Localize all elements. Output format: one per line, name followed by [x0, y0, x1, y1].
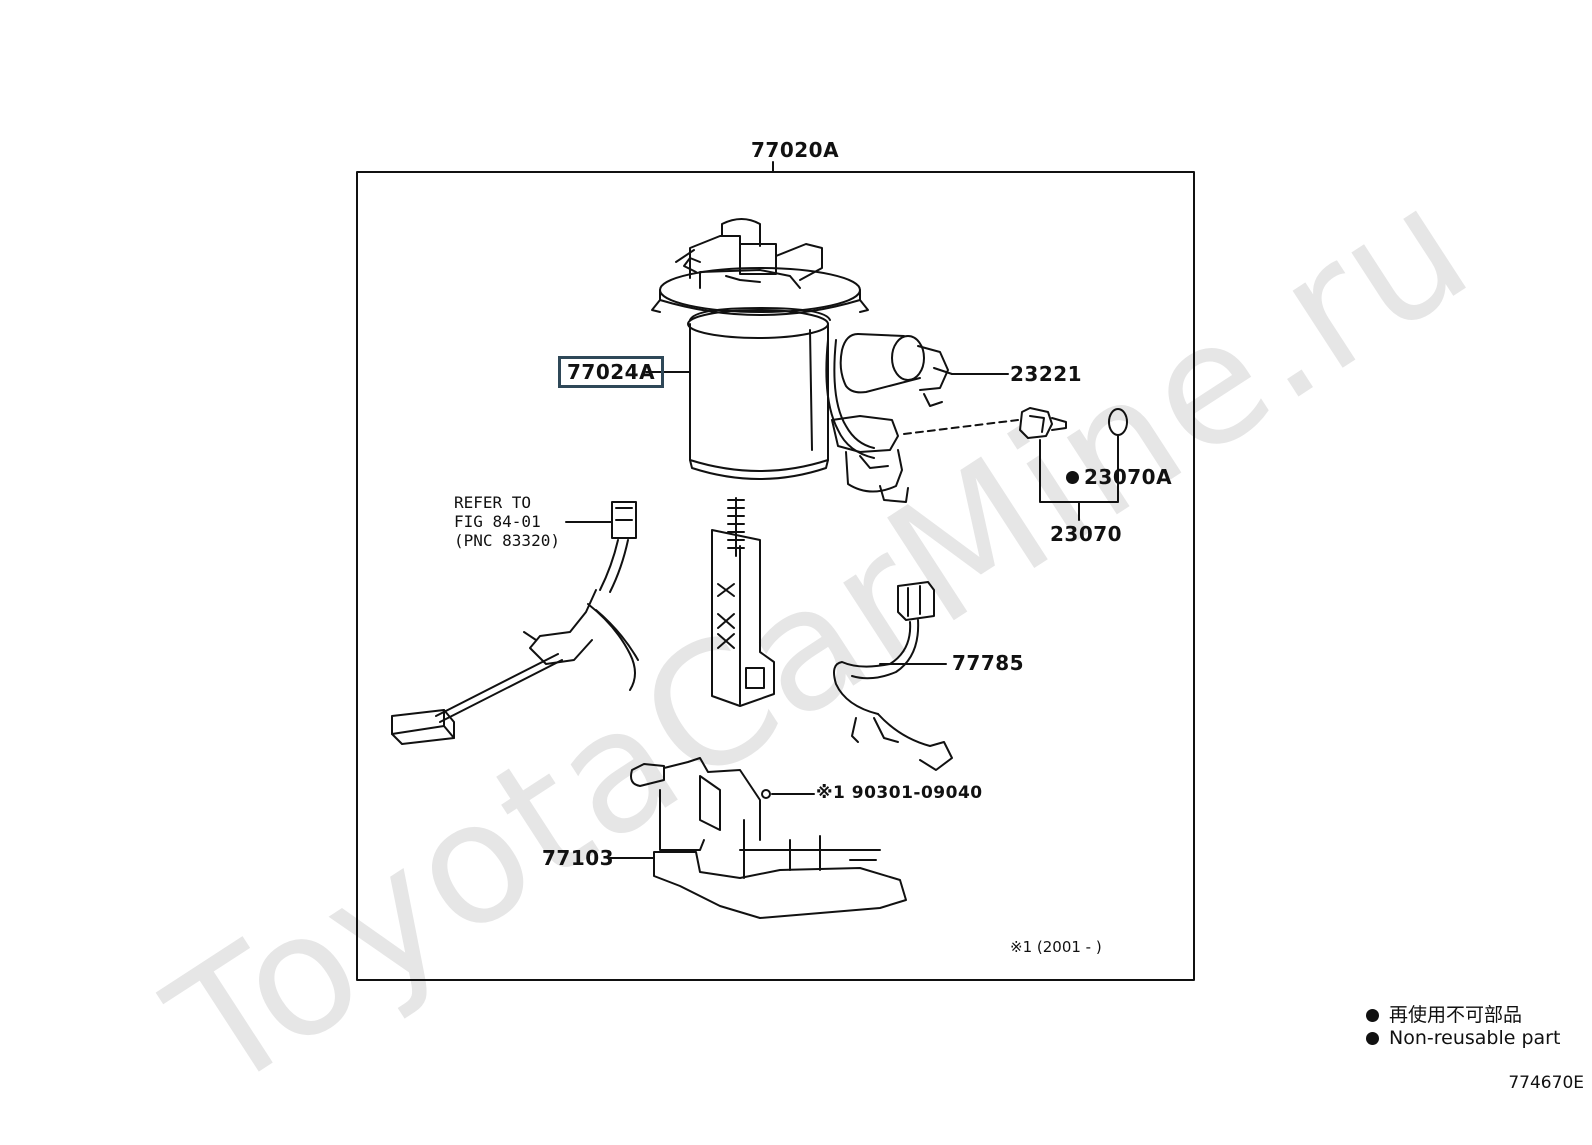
refer-note-line1: REFER TO [454, 493, 532, 512]
legend-dot [1366, 1009, 1379, 1022]
label-77103[interactable]: 77103 [542, 846, 615, 870]
label-23070[interactable]: 23070 [1050, 522, 1123, 546]
assembly-frame [356, 171, 1195, 981]
label-77024A[interactable]: 77024A [558, 356, 665, 388]
label-90301-09040[interactable]: ※1 90301-09040 [816, 783, 983, 803]
legend-japanese: 再使用不可部品 [1366, 1000, 1522, 1027]
footnote-year-range: ※1 (2001 - ) [1010, 938, 1102, 956]
fuel-filter-set [903, 407, 1128, 521]
label-23070A[interactable]: 23070A [1084, 465, 1173, 489]
refer-note-line2[interactable]: FIG 84-01 [454, 512, 541, 531]
label-77785[interactable]: 77785 [952, 651, 1025, 675]
legend-english: Non-reusable part [1366, 1027, 1560, 1049]
parts-diagram: ToyotaCarMine.ru [138, 138, 1584, 1129]
o-ring-23070A [1108, 408, 1128, 436]
non-reusable-dot [1066, 471, 1079, 484]
jet-pump [609, 757, 907, 919]
fuel-pump-motor [839, 333, 1009, 407]
center-bracket [711, 497, 775, 707]
fuel-pump-module [645, 218, 909, 503]
dashed-leader [903, 419, 1019, 435]
label-77020A[interactable]: 77020A [751, 138, 840, 162]
diagram-drawing [356, 161, 1195, 981]
refer-note-line3: (PNC 83320) [454, 531, 560, 550]
label-23221[interactable]: 23221 [1010, 362, 1083, 386]
legend-dot [1366, 1032, 1379, 1045]
diagram-code: 774670E [1508, 1073, 1584, 1093]
wire-harness [833, 581, 953, 771]
sender-gauge [391, 501, 639, 745]
o-ring-90301 [761, 789, 771, 799]
